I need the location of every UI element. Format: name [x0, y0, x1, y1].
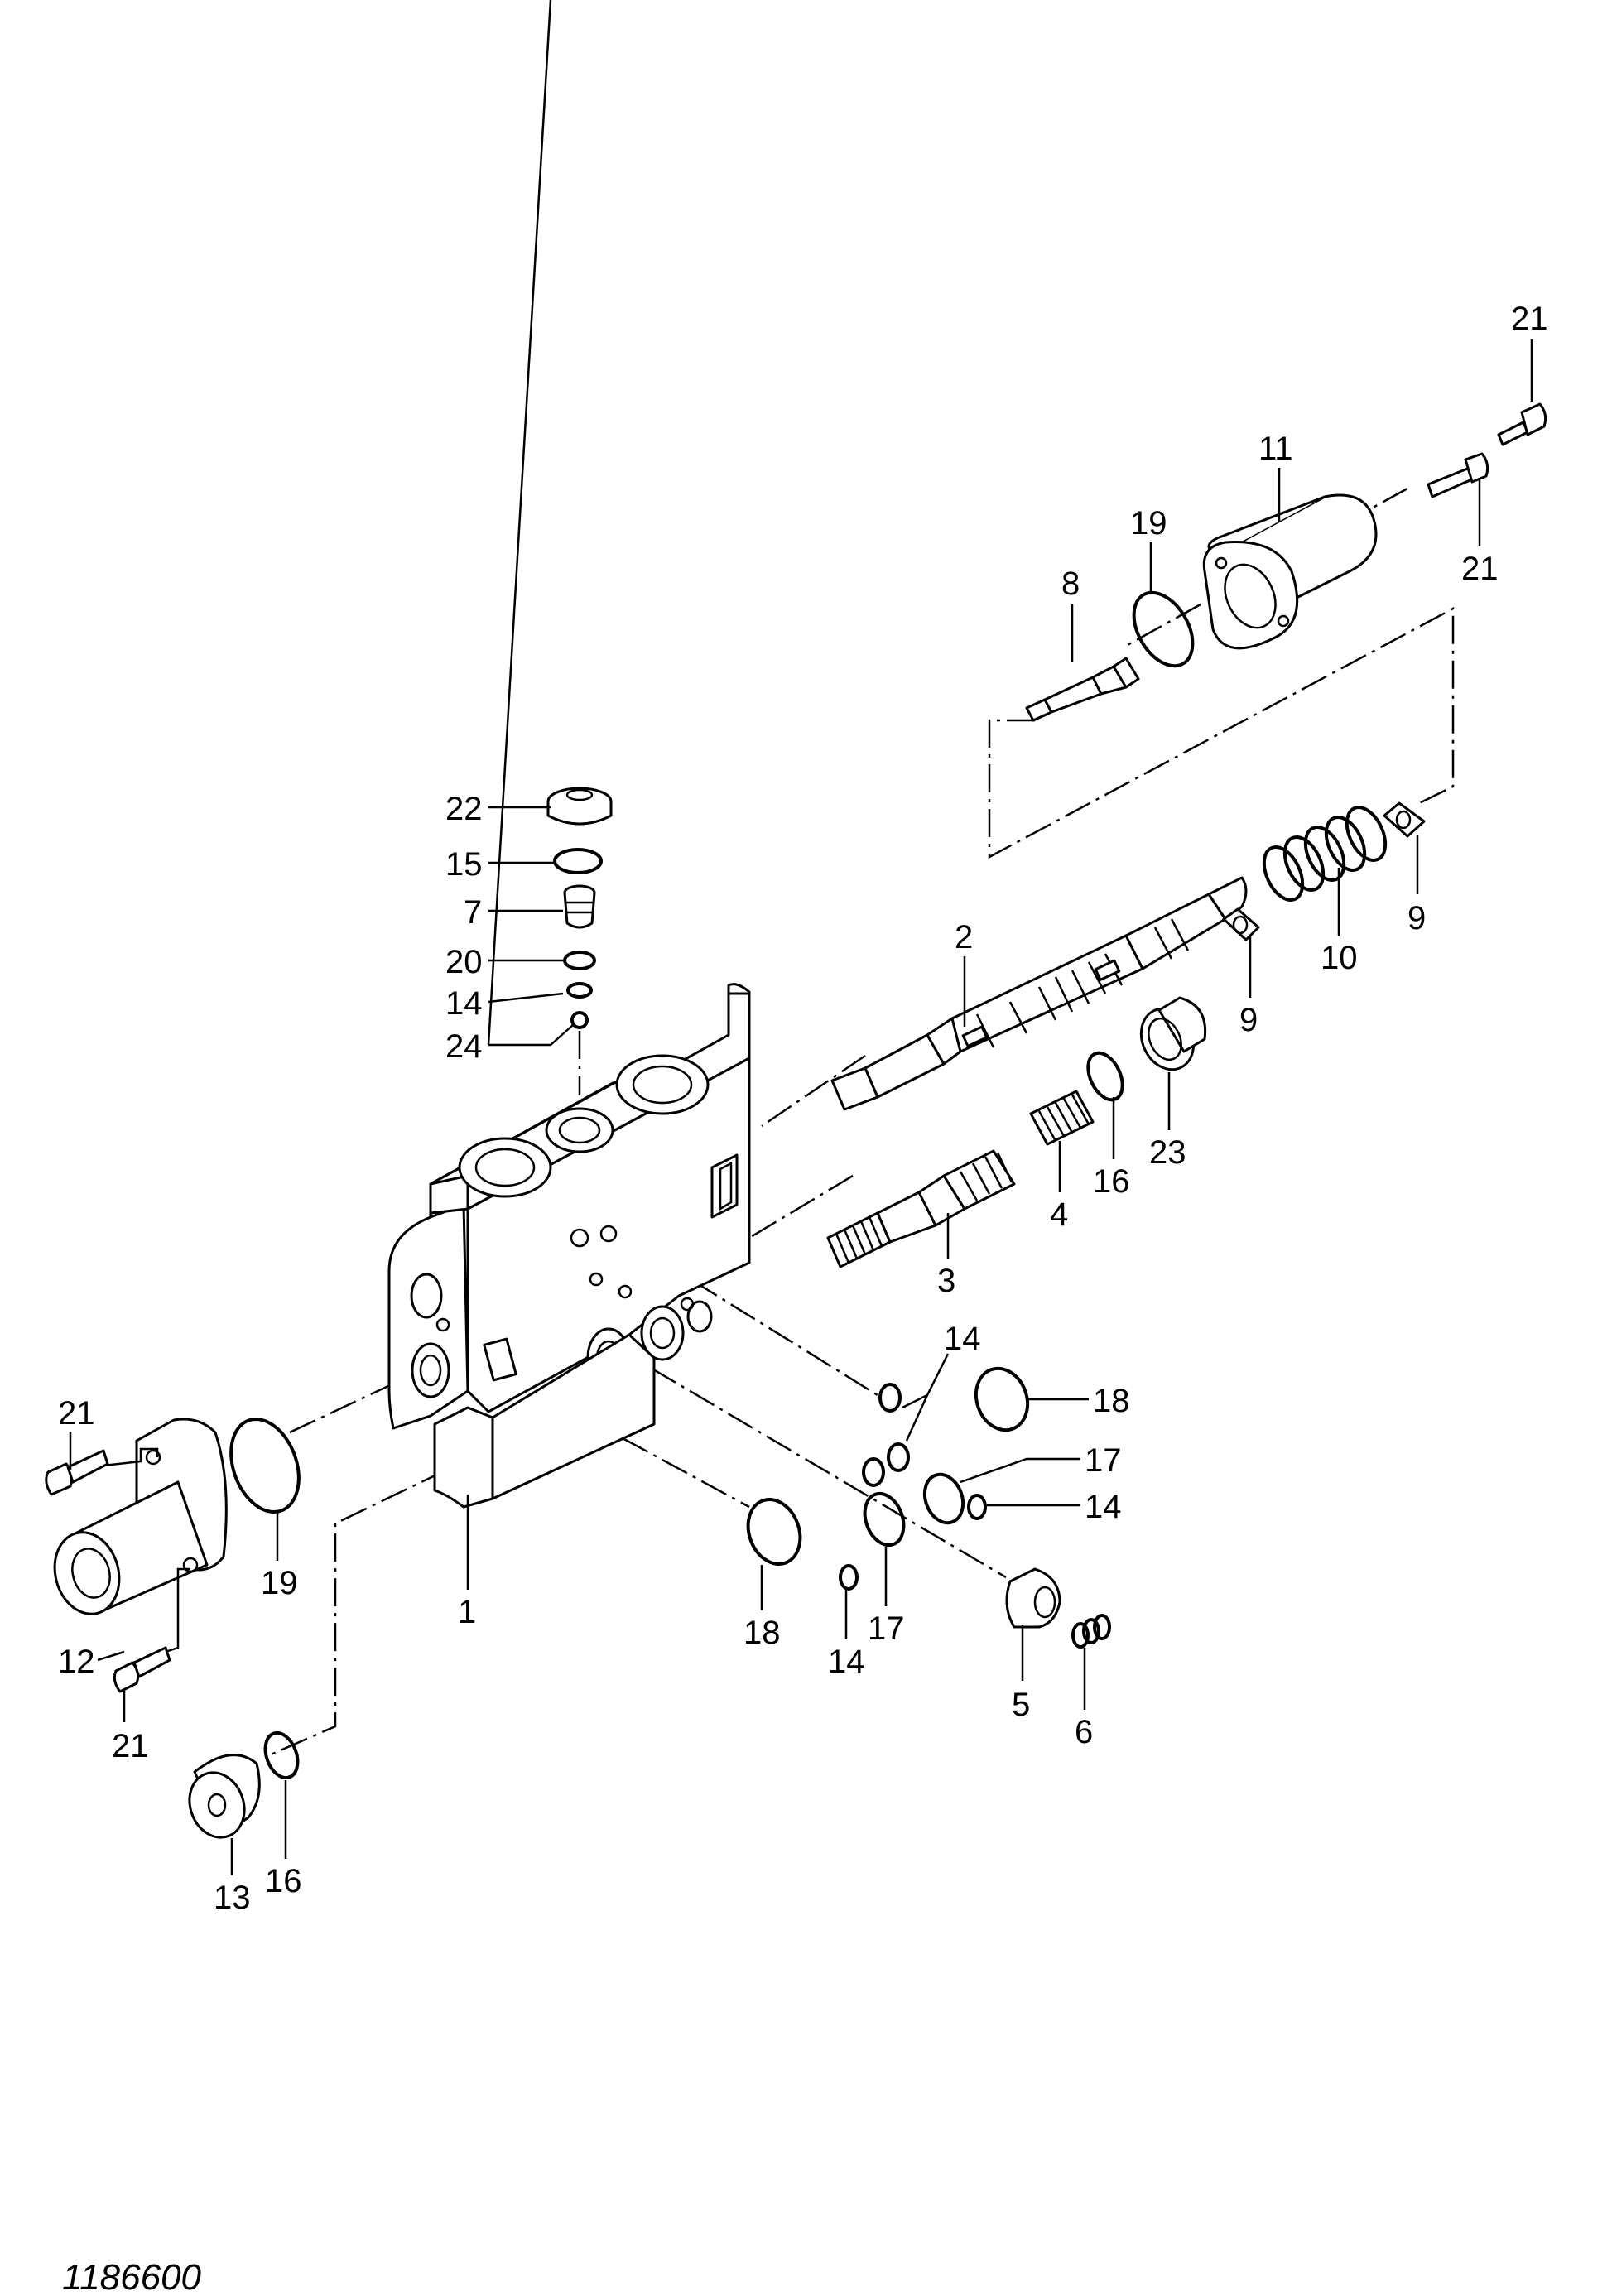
callout-18: 18: [743, 1615, 781, 1651]
callout-4: 4: [1050, 1196, 1068, 1233]
shaft-8: [1025, 657, 1140, 722]
callout-21: 21: [1461, 551, 1499, 587]
spring-10: [1262, 806, 1388, 902]
callout-19: 19: [261, 1565, 298, 1601]
callout-21: 21: [112, 1728, 149, 1764]
valve-body: [387, 983, 751, 1509]
o-ring-15: [553, 848, 603, 874]
o-ring-20: [563, 951, 596, 970]
callout-16: 16: [1093, 1163, 1130, 1200]
callout-9: 9: [1239, 1002, 1258, 1038]
plug-13: [188, 1754, 261, 1839]
callout-2: 2: [955, 919, 973, 955]
o-ring-14-right-a: [878, 1383, 902, 1413]
callout-15: 15: [445, 846, 483, 883]
callout-10: 10: [1321, 940, 1358, 976]
callout-18: 18: [1093, 1383, 1130, 1419]
bolt-21-top: [1497, 402, 1547, 446]
callout-1: 1: [458, 1594, 476, 1630]
spring-4: [1029, 1090, 1095, 1146]
callout-20: 20: [445, 944, 483, 980]
drawing-code: 1186600: [62, 2257, 202, 2296]
callout-9: 9: [1407, 900, 1426, 936]
o-ring-18-lower: [746, 1498, 802, 1566]
o-ring-14-right-d: [967, 1494, 987, 1520]
o-ring-14-right-b: [862, 1457, 885, 1487]
callout-17: 17: [868, 1610, 905, 1647]
callout-19: 19: [1130, 505, 1167, 542]
callout-6: 6: [1075, 1714, 1093, 1750]
o-ring-16-lower: [263, 1730, 300, 1780]
plug-22: [546, 787, 613, 826]
o-ring-18-right: [974, 1366, 1030, 1432]
leader-lines: [69, 0, 1533, 1875]
callout-7: 7: [464, 894, 482, 931]
callout-22: 22: [445, 791, 483, 827]
plug-23: [1139, 996, 1207, 1071]
callout-3: 3: [937, 1263, 955, 1299]
callout-17: 17: [1085, 1442, 1122, 1479]
o-ring-14-lower: [839, 1564, 859, 1591]
ball-24: [570, 1011, 589, 1029]
callout-12: 12: [58, 1644, 95, 1680]
o-ring-19-left: [229, 1417, 301, 1514]
callout-21: 21: [1511, 301, 1548, 337]
o-ring-16-upper: [1086, 1051, 1124, 1102]
bolt-21-left-bottom: [113, 1646, 171, 1693]
o-ring-17-right: [922, 1472, 965, 1525]
callout-8: 8: [1061, 566, 1080, 602]
bolt-21-left-top: [45, 1449, 109, 1496]
washer-9-right: [1383, 801, 1426, 838]
callout-16: 16: [265, 1863, 302, 1899]
bolt-21-upper-right: [1427, 452, 1489, 498]
spring-6: [1071, 1614, 1111, 1649]
callout-13: 13: [214, 1880, 251, 1916]
callout-14: 14: [1085, 1489, 1122, 1525]
callout-21: 21: [58, 1395, 95, 1432]
callout-23: 23: [1149, 1134, 1186, 1171]
callout-14: 14: [828, 1644, 865, 1680]
o-ring-17-lower: [863, 1492, 906, 1547]
o-ring-14-top: [566, 982, 593, 999]
callout-11: 11: [1258, 431, 1293, 467]
plug-5: [1005, 1567, 1061, 1629]
callout-14: 14: [944, 1321, 981, 1357]
o-ring-14-right-c: [887, 1442, 910, 1472]
center-lines: [268, 487, 1455, 1757]
callout-14: 14: [445, 985, 483, 1022]
cap-12: [53, 1418, 228, 1615]
spool-3: [826, 1149, 1016, 1268]
callout-24: 24: [445, 1028, 483, 1065]
orifice-7: [563, 884, 596, 929]
cap-11: [1202, 493, 1378, 650]
washer-9-left: [1222, 907, 1260, 941]
spool-2: [830, 876, 1248, 1111]
o-ring-19-upper: [1132, 590, 1195, 668]
callout-5: 5: [1012, 1687, 1030, 1723]
cap-12-bolt-bracket: [103, 1447, 190, 1653]
callout-labels: 21 11 19 8 21 22 15 7 20 14 24 2 9 10 9 …: [58, 301, 1548, 1916]
